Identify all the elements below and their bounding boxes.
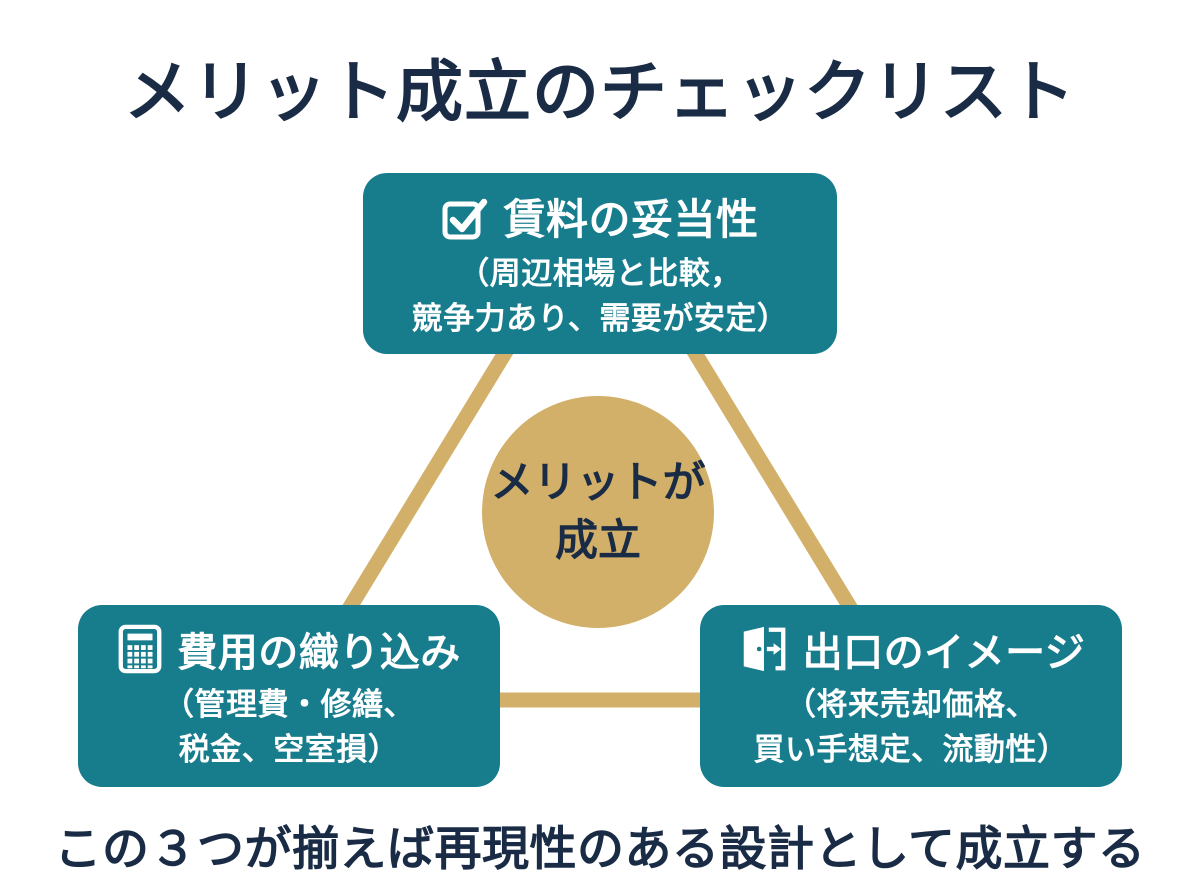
card-rent-validity-sub1: （周辺相場と比較， [458, 256, 742, 292]
card-cost-inclusion-sub2: 税金、空室損） [178, 731, 400, 767]
card-exit-image: 出口のイメージ （将来売却価格、 買い手想定、流動性） [700, 605, 1122, 787]
center-circle-line2: 成立 [555, 517, 641, 565]
card-cost-inclusion-sub1: （管理費・修繕、 [163, 687, 415, 723]
card-exit-image-sub1: （将来売却価格、 [785, 687, 1037, 723]
center-circle-line1: メリットが [490, 458, 706, 507]
card-cost-inclusion: 費用の織り込み （管理費・修繕、 税金、空室損） [78, 605, 500, 787]
calculator-icon [117, 624, 163, 674]
footer-text: この３つが揃えば再現性のある設計として成立する [54, 822, 1146, 875]
center-circle-text: メリットが 成立 [491, 454, 706, 570]
triangle-left-line [323, 326, 526, 644]
checkbox-checked-icon [441, 193, 489, 241]
triangle-right-line [674, 326, 877, 644]
card-rent-validity-sub2: 競争力あり、需要が安定） [411, 300, 789, 336]
card-rent-validity-header: 賃料の妥当性 [441, 186, 758, 247]
card-rent-validity-title: 賃料の妥当性 [503, 196, 759, 244]
card-exit-image-sub2: 買い手想定、流動性） [753, 731, 1069, 767]
card-exit-image-title: 出口のイメージ [802, 631, 1086, 676]
center-circle: メリットが 成立 [482, 396, 714, 628]
card-cost-inclusion-title: 費用の織り込み [177, 631, 461, 676]
card-exit-image-header: 出口のイメージ [737, 620, 1086, 678]
card-cost-inclusion-header: 費用の織り込み [117, 620, 461, 678]
page-title: メリット成立のチェックリスト [124, 55, 1076, 130]
card-rent-validity: 賃料の妥当性 （周辺相場と比較， 競争力あり、需要が安定） [363, 173, 837, 354]
exit-door-icon [737, 623, 789, 675]
